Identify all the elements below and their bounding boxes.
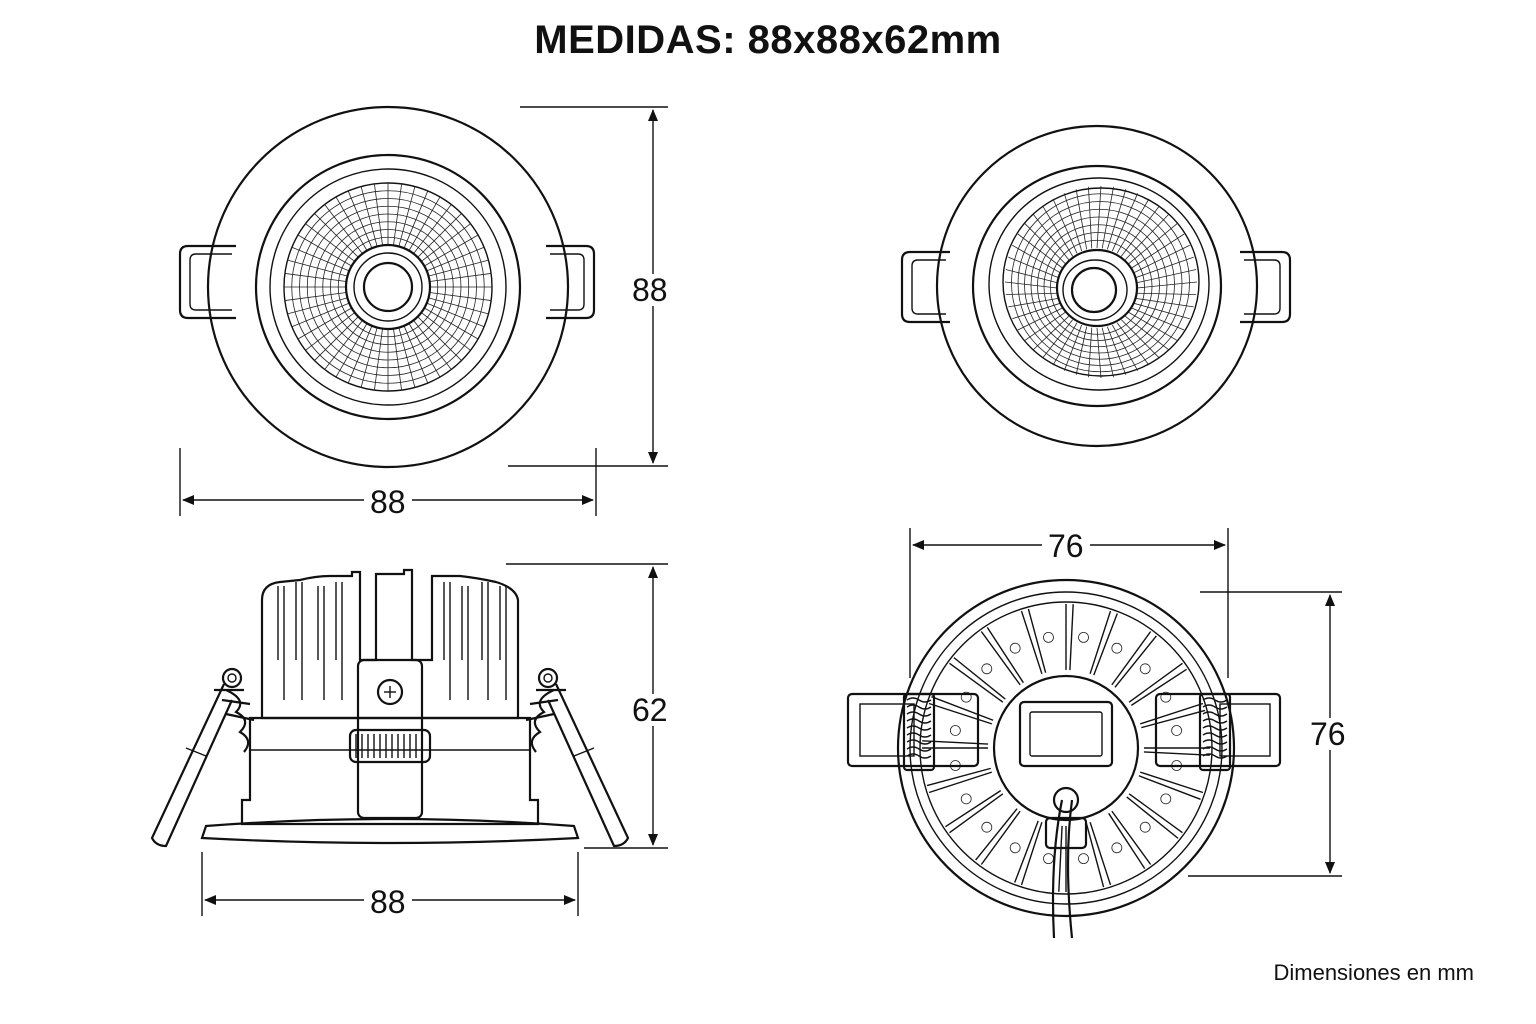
front-view-tilted	[900, 124, 1292, 448]
side-width-label: 88	[364, 886, 412, 918]
side-height-label: 62	[626, 694, 674, 726]
left-clip	[178, 244, 236, 320]
side-view	[150, 568, 630, 848]
front-width-label: 88	[364, 486, 412, 518]
back-width-label: 76	[1042, 530, 1090, 562]
footnote: Dimensiones en mm	[1273, 960, 1474, 985]
front-view	[178, 105, 596, 469]
front-height-label: 88	[626, 274, 674, 306]
reflector-grid	[1004, 185, 1198, 379]
reflector-grid	[284, 183, 492, 391]
right-clip	[546, 244, 596, 320]
right-clip	[1240, 250, 1292, 324]
outer-ring	[206, 105, 570, 469]
back-view	[846, 578, 1282, 939]
side-dimensions	[201, 563, 668, 916]
back-height-label: 76	[1304, 718, 1352, 750]
title: MEDIDAS: 88x88x62mm	[534, 18, 1002, 62]
outer-ring	[935, 124, 1259, 448]
back-dimensions	[909, 528, 1342, 877]
left-clip	[900, 250, 950, 324]
